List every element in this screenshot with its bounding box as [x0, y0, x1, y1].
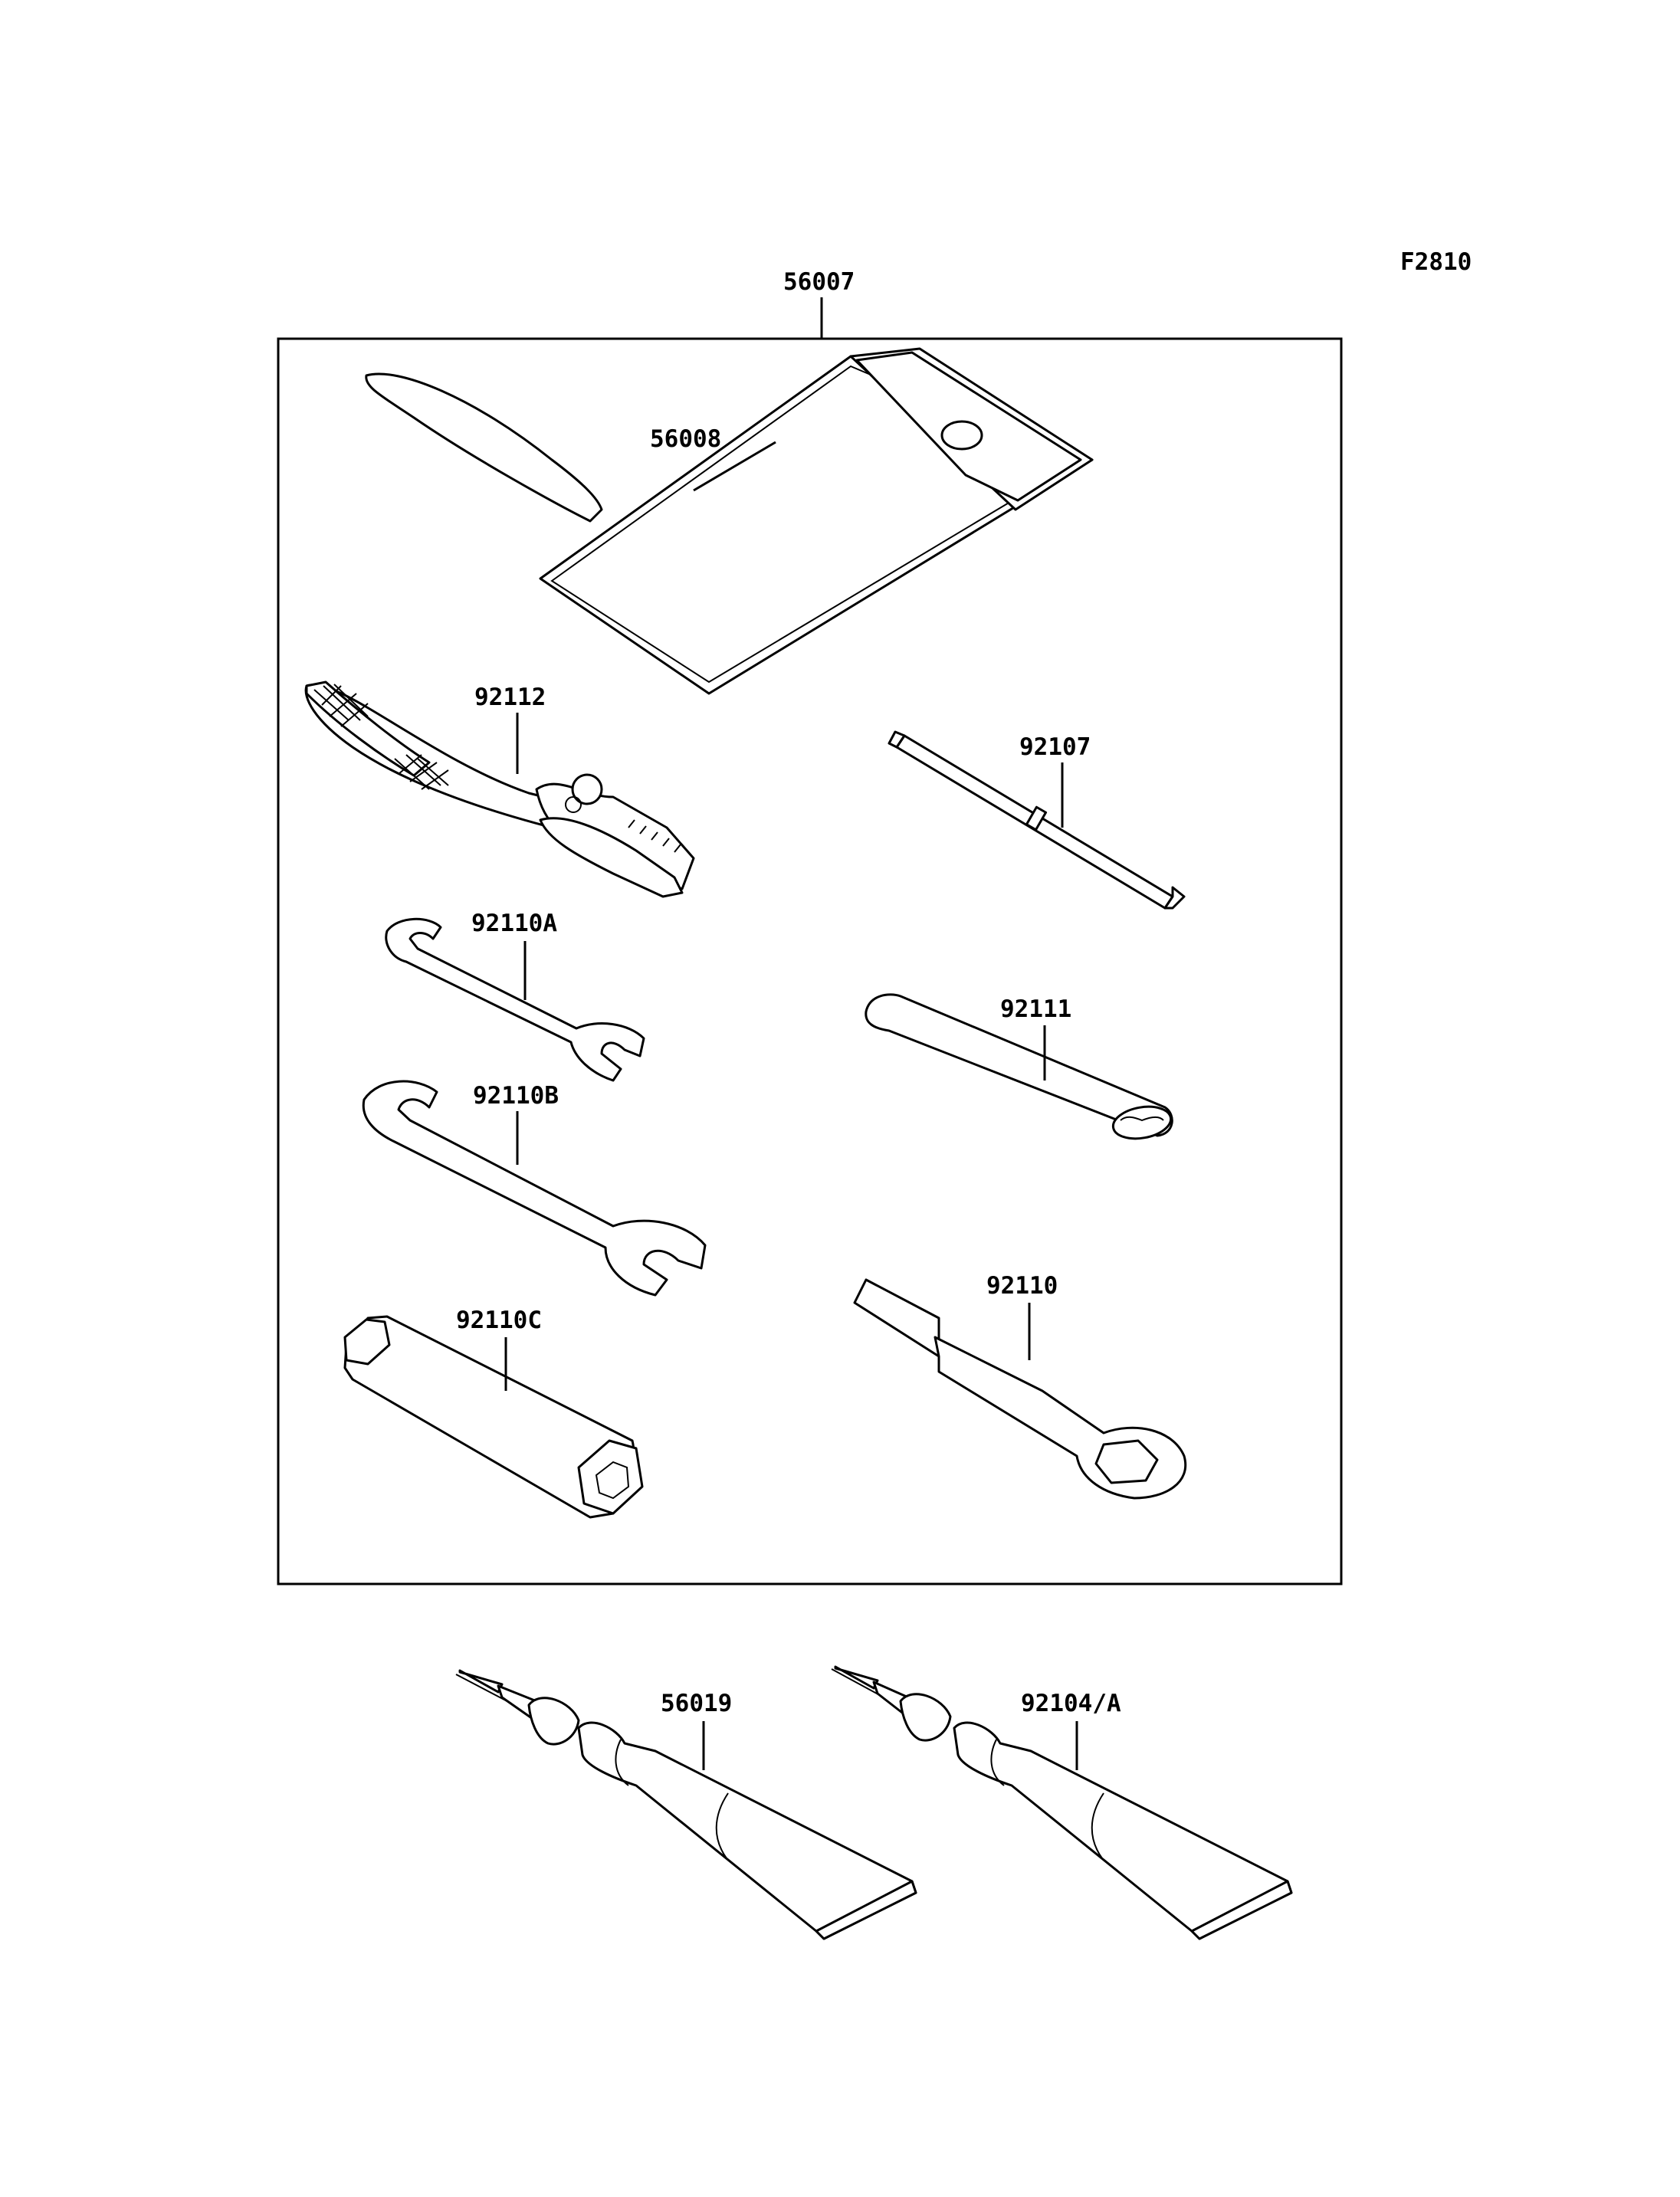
ring-wrench[interactable]: 92110 [853, 1272, 1187, 1500]
label-grease-2[interactable]: 92104/A [1021, 1690, 1121, 1717]
label-ring-wrench[interactable]: 92110 [986, 1272, 1058, 1300]
pliers[interactable]: 92112 [304, 372, 695, 898]
label-handle[interactable]: 92111 [1000, 995, 1071, 1023]
figure-code: F2810 [1400, 248, 1472, 276]
grease-tube-1[interactable]: 56019 [455, 1669, 917, 1940]
label-screwdriver[interactable]: 92107 [1019, 733, 1091, 761]
tool-case[interactable]: 56008 [539, 347, 1094, 695]
open-end-wrench-small[interactable]: 92110A [385, 910, 645, 1082]
spark-plug-wrench[interactable]: 92110C [343, 1307, 644, 1519]
screwdriver[interactable]: 92107 [888, 730, 1186, 910]
label-plug-wrench[interactable]: 92110C [456, 1307, 542, 1334]
open-end-wrench-large[interactable]: 92110B [362, 1080, 707, 1297]
grease-tube-2[interactable]: 92104/A [831, 1665, 1293, 1940]
tool-handle-bar[interactable]: 92111 [865, 993, 1173, 1143]
label-wrench-a[interactable]: 92110A [471, 910, 557, 937]
label-case[interactable]: 56008 [650, 425, 721, 453]
label-kit[interactable]: 56007 [783, 268, 855, 296]
label-wrench-b[interactable]: 92110B [473, 1082, 559, 1110]
label-pliers[interactable]: 92112 [474, 684, 546, 711]
tool-kit-frame: 56007 [277, 268, 1343, 1585]
label-grease-1[interactable]: 56019 [661, 1690, 732, 1717]
